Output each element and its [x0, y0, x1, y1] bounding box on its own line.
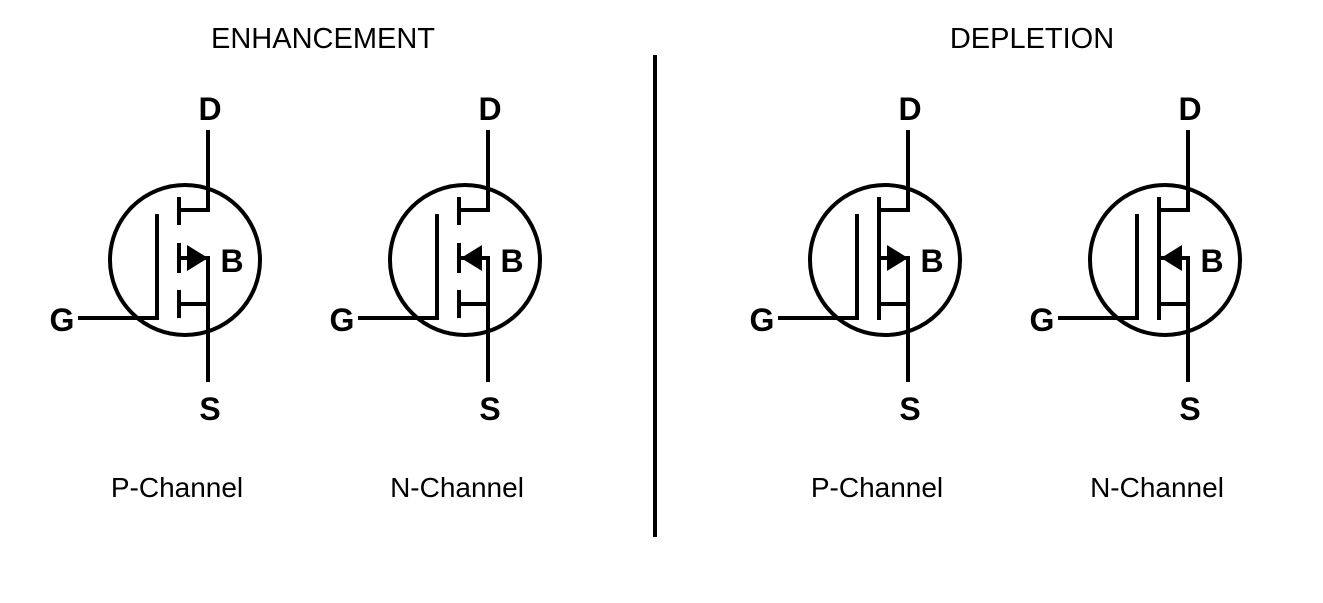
drain-label: D: [198, 91, 221, 127]
section-title-depletion: DEPLETION: [950, 23, 1114, 55]
source-label: S: [1179, 391, 1200, 427]
body-arrow-icon: [1161, 245, 1182, 271]
mosfet-symbol: [778, 130, 962, 382]
device-envelope: [808, 183, 962, 337]
mosfet-symbol: [78, 130, 262, 382]
channel-caption: P-Channel: [811, 472, 943, 503]
gate-label: G: [750, 302, 775, 338]
section-title-enhancement: ENHANCEMENT: [211, 23, 435, 55]
body-label: B: [500, 243, 523, 279]
device-envelope: [1088, 183, 1242, 337]
device-symbols: [78, 130, 1242, 382]
body-arrow-icon: [887, 245, 908, 271]
source-label: S: [199, 391, 220, 427]
body-label: B: [1200, 243, 1223, 279]
body-label: B: [220, 243, 243, 279]
drain-label: D: [478, 91, 501, 127]
device-enh-p: D S G B P-Channel: [50, 91, 244, 503]
source-label: S: [899, 391, 920, 427]
gate-label: G: [50, 302, 75, 338]
device-envelope: [388, 183, 542, 337]
body-label: B: [920, 243, 943, 279]
drain-label: D: [898, 91, 921, 127]
source-label: S: [479, 391, 500, 427]
mosfet-symbol: [1058, 130, 1242, 382]
device-dep-p: D S G B P-Channel: [750, 91, 944, 503]
gate-label: G: [1030, 302, 1055, 338]
drain-label: D: [1178, 91, 1201, 127]
device-envelope: [108, 183, 262, 337]
gate-label: G: [330, 302, 355, 338]
channel-caption: N-Channel: [390, 472, 524, 503]
device-dep-n: D S G B N-Channel: [1030, 91, 1224, 503]
body-arrow-icon: [187, 245, 208, 271]
channel-caption: P-Channel: [111, 472, 243, 503]
body-arrow-icon: [461, 245, 482, 271]
device-enh-n: D S G B N-Channel: [330, 91, 524, 503]
channel-caption: N-Channel: [1090, 472, 1224, 503]
mosfet-symbol: [358, 130, 542, 382]
